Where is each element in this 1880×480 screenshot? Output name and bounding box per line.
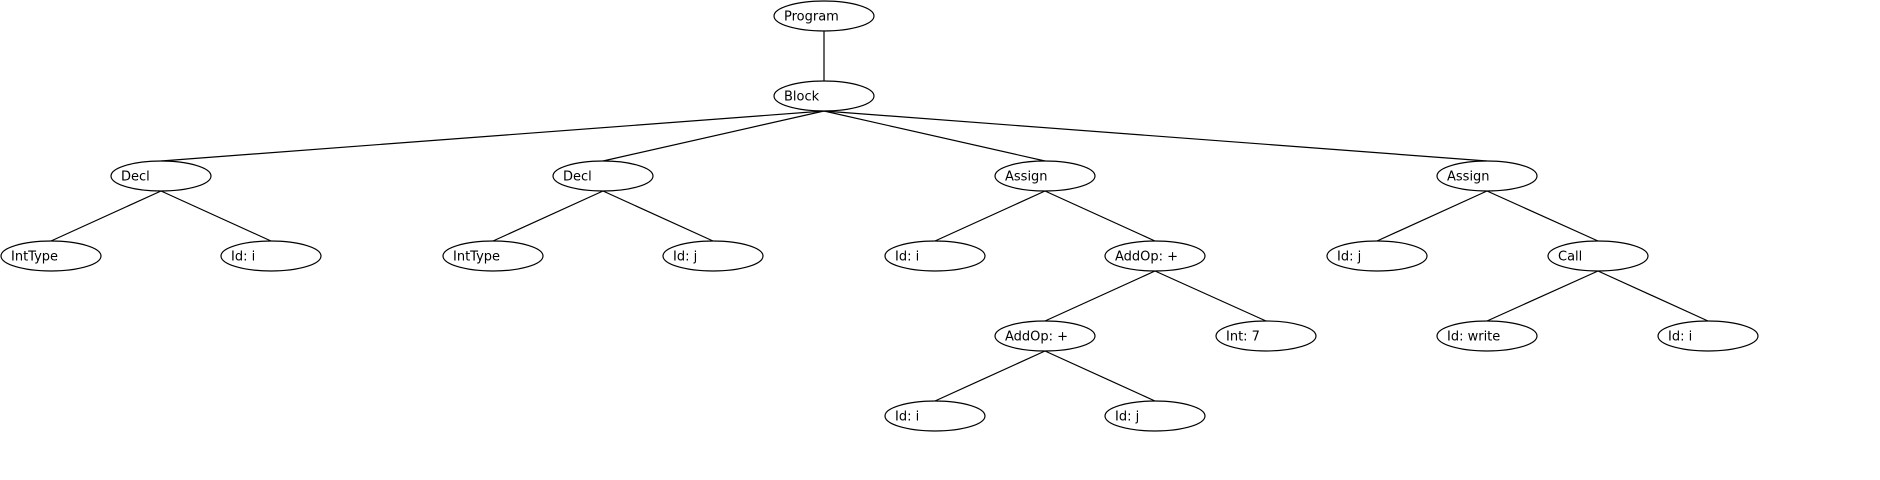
node-ellipse — [552, 160, 654, 192]
node-label: Id: write — [1447, 330, 1500, 345]
node-ellipse — [1104, 240, 1206, 272]
node-ellipse — [884, 240, 986, 272]
node-ellipse — [220, 240, 322, 272]
tree-node: Block — [773, 80, 875, 112]
tree-node: Id: write — [1436, 320, 1538, 352]
edges-layer — [50, 31, 1709, 402]
edge-n5-n12 — [1376, 190, 1488, 242]
node-ellipse — [994, 320, 1096, 352]
tree-node: Id: j — [1104, 400, 1206, 432]
node-ellipse — [662, 240, 764, 272]
node-label: IntType — [11, 250, 58, 265]
node-ellipse — [1436, 320, 1538, 352]
edge-n14-n18 — [934, 350, 1046, 402]
node-ellipse — [1326, 240, 1428, 272]
edge-n4-n11 — [1044, 190, 1156, 242]
node-label: Id: i — [895, 250, 919, 265]
edge-n1-n3 — [602, 110, 825, 162]
edge-n4-n10 — [934, 190, 1046, 242]
node-ellipse — [1436, 160, 1538, 192]
node-label: Assign — [1005, 170, 1048, 185]
tree-node: Assign — [994, 160, 1096, 192]
node-label: Assign — [1447, 170, 1490, 185]
tree-node: Id: i — [220, 240, 322, 272]
tree-node: Id: i — [884, 240, 986, 272]
tree-node: Id: i — [884, 400, 986, 432]
node-label: Id: i — [895, 410, 919, 425]
tree-node: Assign — [1436, 160, 1538, 192]
edge-n2-n7 — [160, 190, 272, 242]
node-label: AddOp: + — [1005, 330, 1068, 345]
tree-node: Decl — [552, 160, 654, 192]
tree-node: Id: j — [662, 240, 764, 272]
edge-n11-n14 — [1044, 270, 1156, 322]
node-label: Id: i — [1668, 330, 1692, 345]
edge-n5-n13 — [1486, 190, 1599, 242]
edge-n1-n2 — [160, 110, 825, 162]
node-ellipse — [773, 80, 875, 112]
edge-n11-n15 — [1154, 270, 1267, 322]
tree-node: Decl — [110, 160, 212, 192]
node-label: AddOp: + — [1115, 250, 1178, 265]
node-label: IntType — [453, 250, 500, 265]
edge-n3-n9 — [602, 190, 714, 242]
tree-node: Program — [773, 0, 875, 32]
node-ellipse — [0, 240, 102, 272]
edge-n1-n5 — [823, 110, 1488, 162]
node-label: Call — [1558, 250, 1582, 265]
node-label: Id: j — [1337, 250, 1361, 265]
node-ellipse — [1215, 320, 1317, 352]
tree-node: Int: 7 — [1215, 320, 1317, 352]
node-ellipse — [442, 240, 544, 272]
edge-n13-n16 — [1486, 270, 1599, 322]
edge-n14-n19 — [1044, 350, 1156, 402]
tree-node: AddOp: + — [994, 320, 1096, 352]
node-label: Decl — [121, 170, 150, 185]
node-ellipse — [1657, 320, 1759, 352]
node-label: Program — [784, 10, 839, 25]
node-label: Block — [784, 90, 820, 105]
node-ellipse — [110, 160, 212, 192]
edge-n2-n6 — [50, 190, 162, 242]
node-ellipse — [1547, 240, 1649, 272]
node-ellipse — [994, 160, 1096, 192]
tree-node: Id: j — [1326, 240, 1428, 272]
node-label: Id: i — [231, 250, 255, 265]
node-label: Int: 7 — [1226, 330, 1260, 345]
node-ellipse — [884, 400, 986, 432]
node-ellipse — [773, 0, 875, 32]
node-label: Id: j — [673, 250, 697, 265]
node-label: Id: j — [1115, 410, 1139, 425]
node-ellipse — [1104, 400, 1206, 432]
edge-n1-n4 — [823, 110, 1046, 162]
tree-node: IntType — [0, 240, 102, 272]
tree-node: Call — [1547, 240, 1649, 272]
edge-n3-n8 — [492, 190, 604, 242]
node-label: Decl — [563, 170, 592, 185]
tree-node: Id: i — [1657, 320, 1759, 352]
tree-node: AddOp: + — [1104, 240, 1206, 272]
edge-n13-n17 — [1597, 270, 1709, 322]
tree-node: IntType — [442, 240, 544, 272]
